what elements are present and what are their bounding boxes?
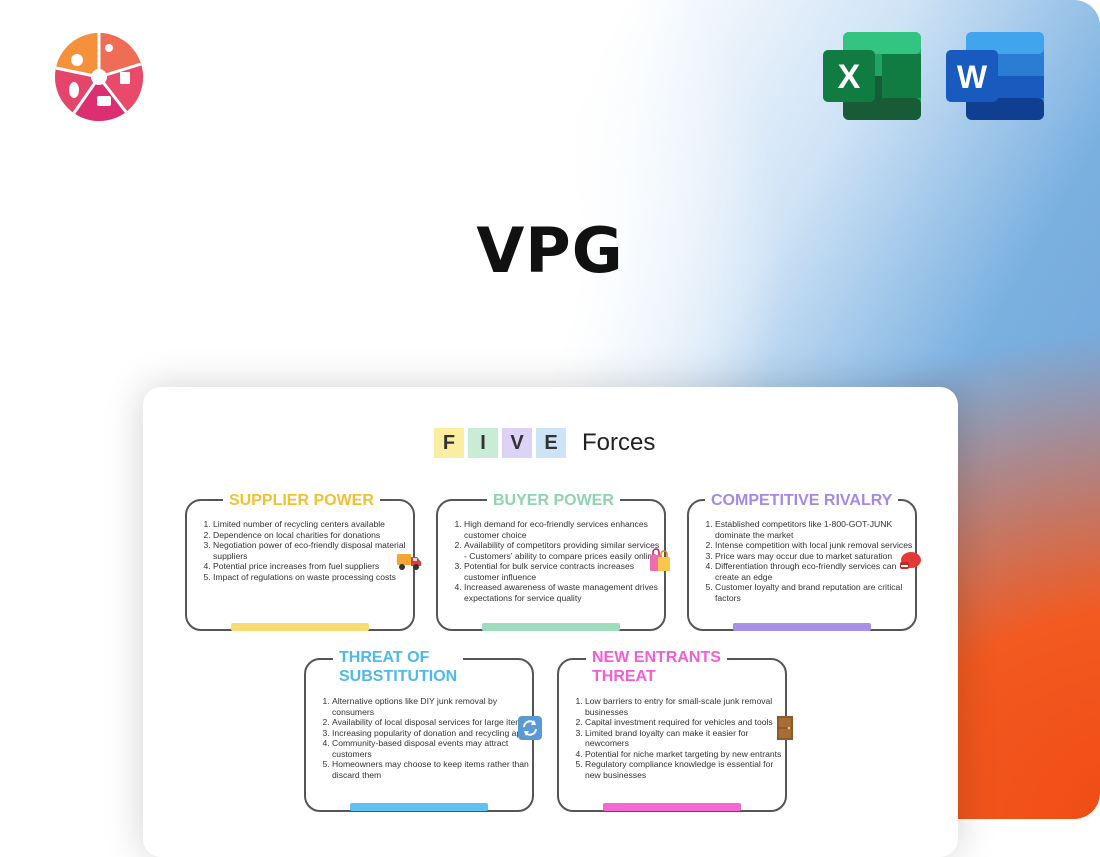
- list-item: Limited brand loyalty can make it easier…: [585, 728, 785, 749]
- list-item: Potential price increases from fuel supp…: [213, 561, 413, 572]
- word-app-icon[interactable]: W: [946, 32, 1046, 122]
- buyer-list: High demand for eco-friendly services en…: [442, 519, 664, 603]
- heading-letter-tile: E: [536, 428, 566, 458]
- list-item: Established competitors like 1-800-GOT-J…: [715, 519, 915, 540]
- list-item: Increased awareness of waste management …: [464, 582, 664, 603]
- list-item: Intense competition with local junk remo…: [715, 540, 915, 551]
- list-item: Dependence on local charities for donati…: [213, 530, 413, 541]
- force-title-supplier: SUPPLIER POWER: [223, 491, 380, 510]
- list-item: Negotiation power of eco-friendly dispos…: [213, 540, 413, 561]
- underbar-substitution: [350, 803, 488, 811]
- heading-letter-tile: V: [502, 428, 532, 458]
- force-title-line: NEW ENTRANTS: [592, 649, 721, 666]
- door-icon: [777, 716, 793, 740]
- boxing-glove-icon: [900, 552, 921, 569]
- list-item: Alternative options like DIY junk remova…: [332, 696, 532, 717]
- list-item: Community-based disposal events may attr…: [332, 738, 532, 759]
- delivery-truck-icon: [397, 554, 421, 570]
- underbar-supplier: [231, 623, 369, 631]
- list-item: High demand for eco-friendly services en…: [464, 519, 664, 540]
- word-letter: W: [957, 59, 988, 95]
- underbar-buyer: [482, 623, 620, 631]
- list-item: Impact of regulations on waste processin…: [213, 572, 413, 583]
- force-title-entrants: NEW ENTRANTS THREAT: [586, 648, 727, 686]
- list-item: Capital investment required for vehicles…: [585, 717, 785, 728]
- force-title-line: THREAT OF: [339, 649, 430, 666]
- substitution-list: Alternative options like DIY junk remova…: [310, 696, 532, 780]
- list-item: Customer loyalty and brand reputation ar…: [715, 582, 915, 603]
- list-item: Homeowners may choose to keep items rath…: [332, 759, 532, 780]
- list-item: Availability of competitors providing si…: [464, 540, 664, 561]
- list-item: Potential for niche market targeting by …: [585, 749, 785, 760]
- five-forces-heading: F I V E Forces: [434, 427, 655, 459]
- force-title-substitution: THREAT OF SUBSTITUTION: [333, 648, 464, 686]
- force-box-buyer: High demand for eco-friendly services en…: [436, 499, 666, 631]
- list-item: Limited number of recycling centers avai…: [213, 519, 413, 530]
- force-title-line: THREAT: [592, 668, 656, 685]
- heading-letter-tile: F: [434, 428, 464, 458]
- shopping-bags-icon: [650, 548, 670, 571]
- five-forces-card: F I V E Forces Limited number of recycli…: [143, 387, 958, 857]
- supplier-list: Limited number of recycling centers avai…: [191, 519, 413, 582]
- underbar-rivalry: [733, 623, 871, 631]
- force-box-rivalry: Established competitors like 1-800-GOT-J…: [687, 499, 917, 631]
- force-box-supplier: Limited number of recycling centers avai…: [185, 499, 415, 631]
- force-title-line: SUBSTITUTION: [339, 668, 458, 685]
- list-item: Potential for bulk service contracts inc…: [464, 561, 664, 582]
- list-item: Availability of local disposal services …: [332, 717, 532, 728]
- page-title: VPG: [476, 214, 624, 287]
- refresh-arrows-icon: [518, 716, 542, 740]
- rivalry-list: Established competitors like 1-800-GOT-J…: [693, 519, 915, 603]
- heading-word: Forces: [582, 429, 656, 456]
- list-item: Increasing popularity of donation and re…: [332, 728, 532, 739]
- excel-letter: X: [838, 58, 861, 96]
- force-title-buyer: BUYER POWER: [487, 491, 620, 510]
- heading-letter-tile: I: [468, 428, 498, 458]
- underbar-entrants: [603, 803, 741, 811]
- force-title-rivalry: COMPETITIVE RIVALRY: [705, 491, 899, 510]
- list-item: Low barriers to entry for small-scale ju…: [585, 696, 785, 717]
- list-item: Differentiation through eco-friendly ser…: [715, 561, 915, 582]
- entrants-list: Low barriers to entry for small-scale ju…: [563, 696, 785, 780]
- list-item: Price wars may occur due to market satur…: [715, 551, 915, 562]
- excel-app-icon[interactable]: X: [823, 32, 923, 122]
- brand-logo-icon: [55, 33, 144, 122]
- list-item: Regulatory compliance knowledge is essen…: [585, 759, 785, 780]
